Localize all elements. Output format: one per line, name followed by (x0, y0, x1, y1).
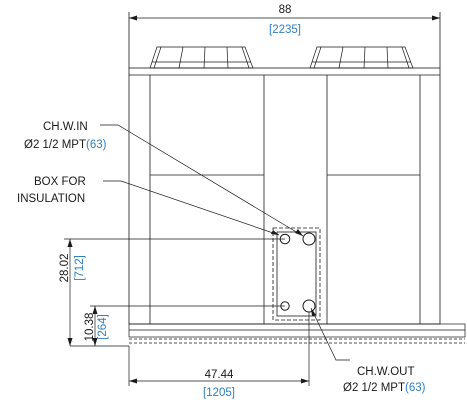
fan-guard-right (309, 46, 414, 69)
leader-lines (100, 124, 350, 361)
overall-width-imperial: 88 (279, 4, 292, 16)
overall-width-dimension (128, 12, 441, 68)
box-callout-line1: BOX FOR (34, 176, 86, 188)
outlet-port-right-icon (302, 299, 316, 313)
outlet-height-imperial: 10.38 (84, 313, 96, 342)
outlet-callout-line2: Ø2 1/2 MPT(63) (343, 382, 426, 394)
connection-offset-metric: [1205] (203, 387, 235, 399)
box-callout-line2: INSULATION (17, 193, 85, 205)
inlet-height-imperial: 28.02 (59, 254, 71, 283)
connection-offset-dimension (128, 312, 310, 386)
fan-guard-left (149, 46, 254, 69)
outlet-connections (280, 299, 316, 313)
inlet-height-metric: [712] (74, 255, 86, 281)
inlet-callout-line2: Ø2 1/2 MPT(63) (24, 139, 107, 151)
leader-arrowheads (271, 229, 316, 316)
outlet-height-metric: [264] (97, 314, 109, 340)
unit-body (128, 67, 441, 325)
outlet-callout-line1: CH.W.OUT (357, 366, 415, 378)
connection-offset-imperial: 47.44 (205, 369, 234, 381)
inlet-connections (279, 232, 316, 246)
base-rail (128, 323, 466, 344)
overall-width-metric: [2235] (269, 24, 301, 36)
inlet-callout-line1: CH.W.IN (43, 121, 88, 133)
height-dimension-lines (64, 238, 285, 347)
inlet-port-right-icon (302, 232, 316, 246)
